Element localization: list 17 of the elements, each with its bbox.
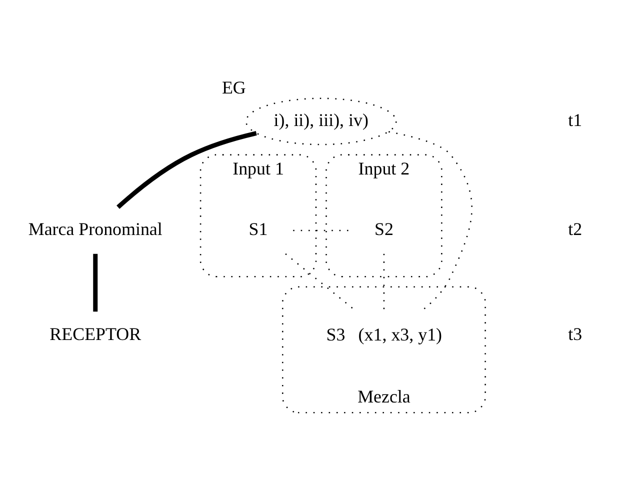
connector [388, 131, 472, 310]
node-label: (x1, x3, y1) [358, 324, 442, 344]
label: t1 [568, 110, 582, 130]
node-label: EG [222, 77, 246, 98]
node-ellipse: i), ii), iii), iv) [245, 98, 397, 146]
connector [93, 254, 98, 312]
connector [293, 230, 350, 232]
label: t3 [568, 324, 582, 344]
node-text: S3 [326, 324, 346, 344]
node-text: RECEPTOR [50, 324, 142, 344]
connector [383, 254, 385, 310]
node-text: Marca Pronominal [28, 219, 162, 240]
label: t2 [568, 219, 582, 240]
connector [116, 131, 257, 209]
node-text: S2 [374, 219, 394, 240]
node-text: S1 [248, 219, 268, 240]
connector [285, 253, 355, 310]
